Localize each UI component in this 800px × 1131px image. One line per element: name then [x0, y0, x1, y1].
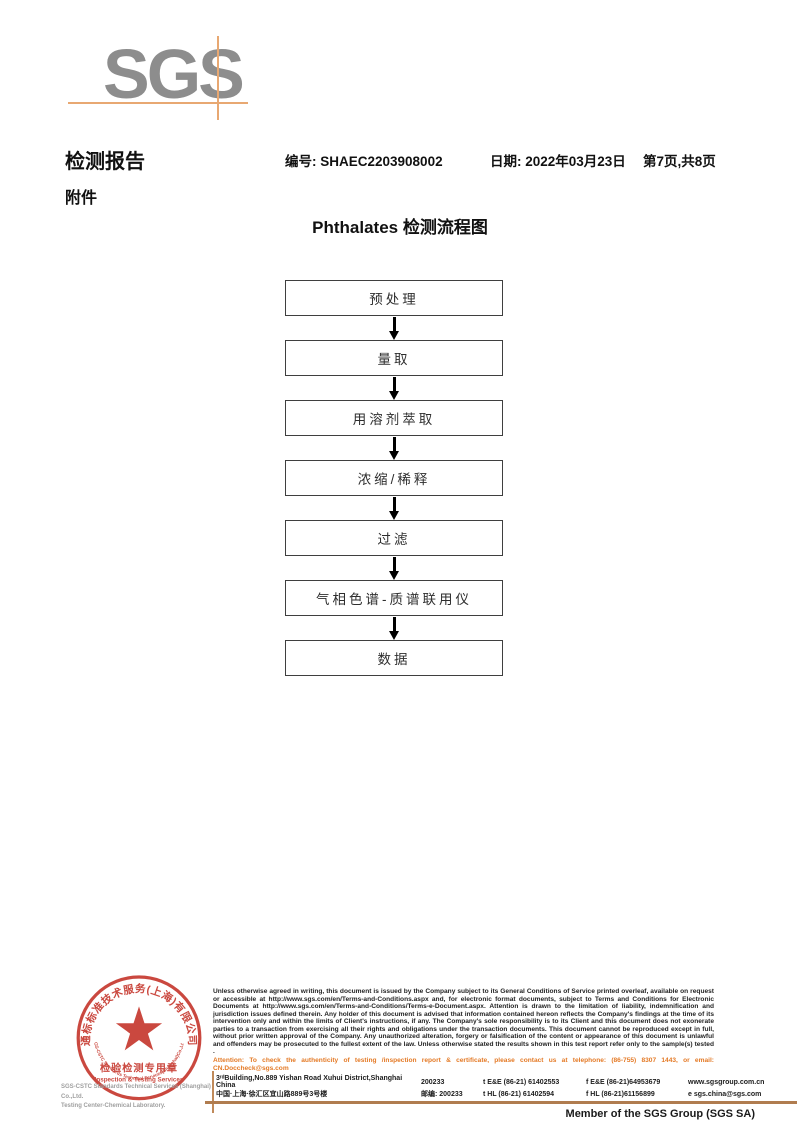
- stamp-center-line2: Inspection & Testing Services: [95, 1076, 184, 1083]
- sgs-logo: SGS: [103, 35, 245, 113]
- flow-arrow-down: [389, 377, 398, 400]
- flow-step-filter: 过滤: [285, 520, 503, 556]
- red-seal-stamp-icon: 通标标准技术服务(上海)有限公司 SGS-CSTC Standards Tech…: [63, 975, 202, 1101]
- stamp-center-line1: 检验检测专用章: [100, 1061, 178, 1074]
- address-en: 3ʳᵈBuilding,No.889 Yishan Road Xuhui Dis…: [216, 1075, 403, 1089]
- attachment-label: 附件: [65, 190, 98, 207]
- flow-step-pretreatment: 预处理: [285, 280, 503, 316]
- email-address: e sgs.china@sgs.com: [688, 1090, 762, 1098]
- address-cn: 中国·上海·徐汇区宜山路889号3号楼: [216, 1091, 328, 1098]
- website-url: www.sgsgroup.com.cn: [688, 1078, 765, 1086]
- report-date: 日期: 2022年03月23日: [490, 154, 626, 169]
- company-lab-name: Testing Center-Chemical Laboratory.: [61, 1103, 166, 1110]
- flowchart-title: Phthalates 检测流程图: [312, 218, 488, 237]
- star-icon: [115, 1006, 163, 1051]
- logo-vertical-line: [217, 36, 219, 120]
- flow-step-concentrate-dilute: 浓缩/稀释: [285, 460, 503, 496]
- footer-horizontal-rule: [205, 1101, 797, 1104]
- sgs-group-member-text: Member of the SGS Group (SGS SA): [565, 1108, 755, 1120]
- flow-arrow-down: [389, 497, 398, 520]
- phone-2: t HL (86-21) 61402594: [483, 1090, 555, 1098]
- legal-terms-paragraph: Unless otherwise agreed in writing, this…: [213, 988, 714, 1056]
- report-title: 检测报告: [65, 151, 145, 173]
- logo-horizontal-line: [68, 102, 248, 104]
- flow-step-gcms: 气相色谱-质谱联用仪: [285, 580, 503, 616]
- company-name-en: SGS-CSTC Standards Technical Services (S…: [61, 1084, 211, 1100]
- postcode-en: 200233: [421, 1078, 445, 1086]
- flow-step-measure: 量取: [285, 340, 503, 376]
- contact-row-cn: 中国·上海·徐汇区宜山路889号3号楼 邮编: 200233 t HL (86-…: [216, 1088, 776, 1100]
- contact-block: 3ʳᵈBuilding,No.889 Yishan Road Xuhui Dis…: [216, 1075, 776, 1100]
- contact-row-en: 3ʳᵈBuilding,No.889 Yishan Road Xuhui Dis…: [216, 1075, 776, 1089]
- flow-step-data: 数据: [285, 640, 503, 676]
- flow-arrow-down: [389, 617, 398, 640]
- flow-arrow-down: [389, 557, 398, 580]
- phone-1: t E&E (86-21) 61402553: [483, 1078, 560, 1086]
- company-name-block: SGS-CSTC Standards Technical Services (S…: [61, 1083, 231, 1112]
- page-indicator: 第7页,共8页: [643, 154, 716, 169]
- flow-step-solvent-extraction: 用溶剂萃取: [285, 400, 503, 436]
- postcode-cn: 邮编: 200233: [421, 1091, 463, 1098]
- flow-arrow-down: [389, 317, 398, 340]
- footer-vertical-divider: [212, 1071, 214, 1113]
- flow-arrow-down: [389, 437, 398, 460]
- report-number: 编号: SHAEC2203908002: [285, 154, 443, 169]
- attention-notice: Attention: To check the authenticity of …: [213, 1057, 714, 1072]
- fax-1: f E&E (86-21)64953679: [586, 1078, 661, 1086]
- fax-2: f HL (86-21)61156899: [586, 1090, 655, 1098]
